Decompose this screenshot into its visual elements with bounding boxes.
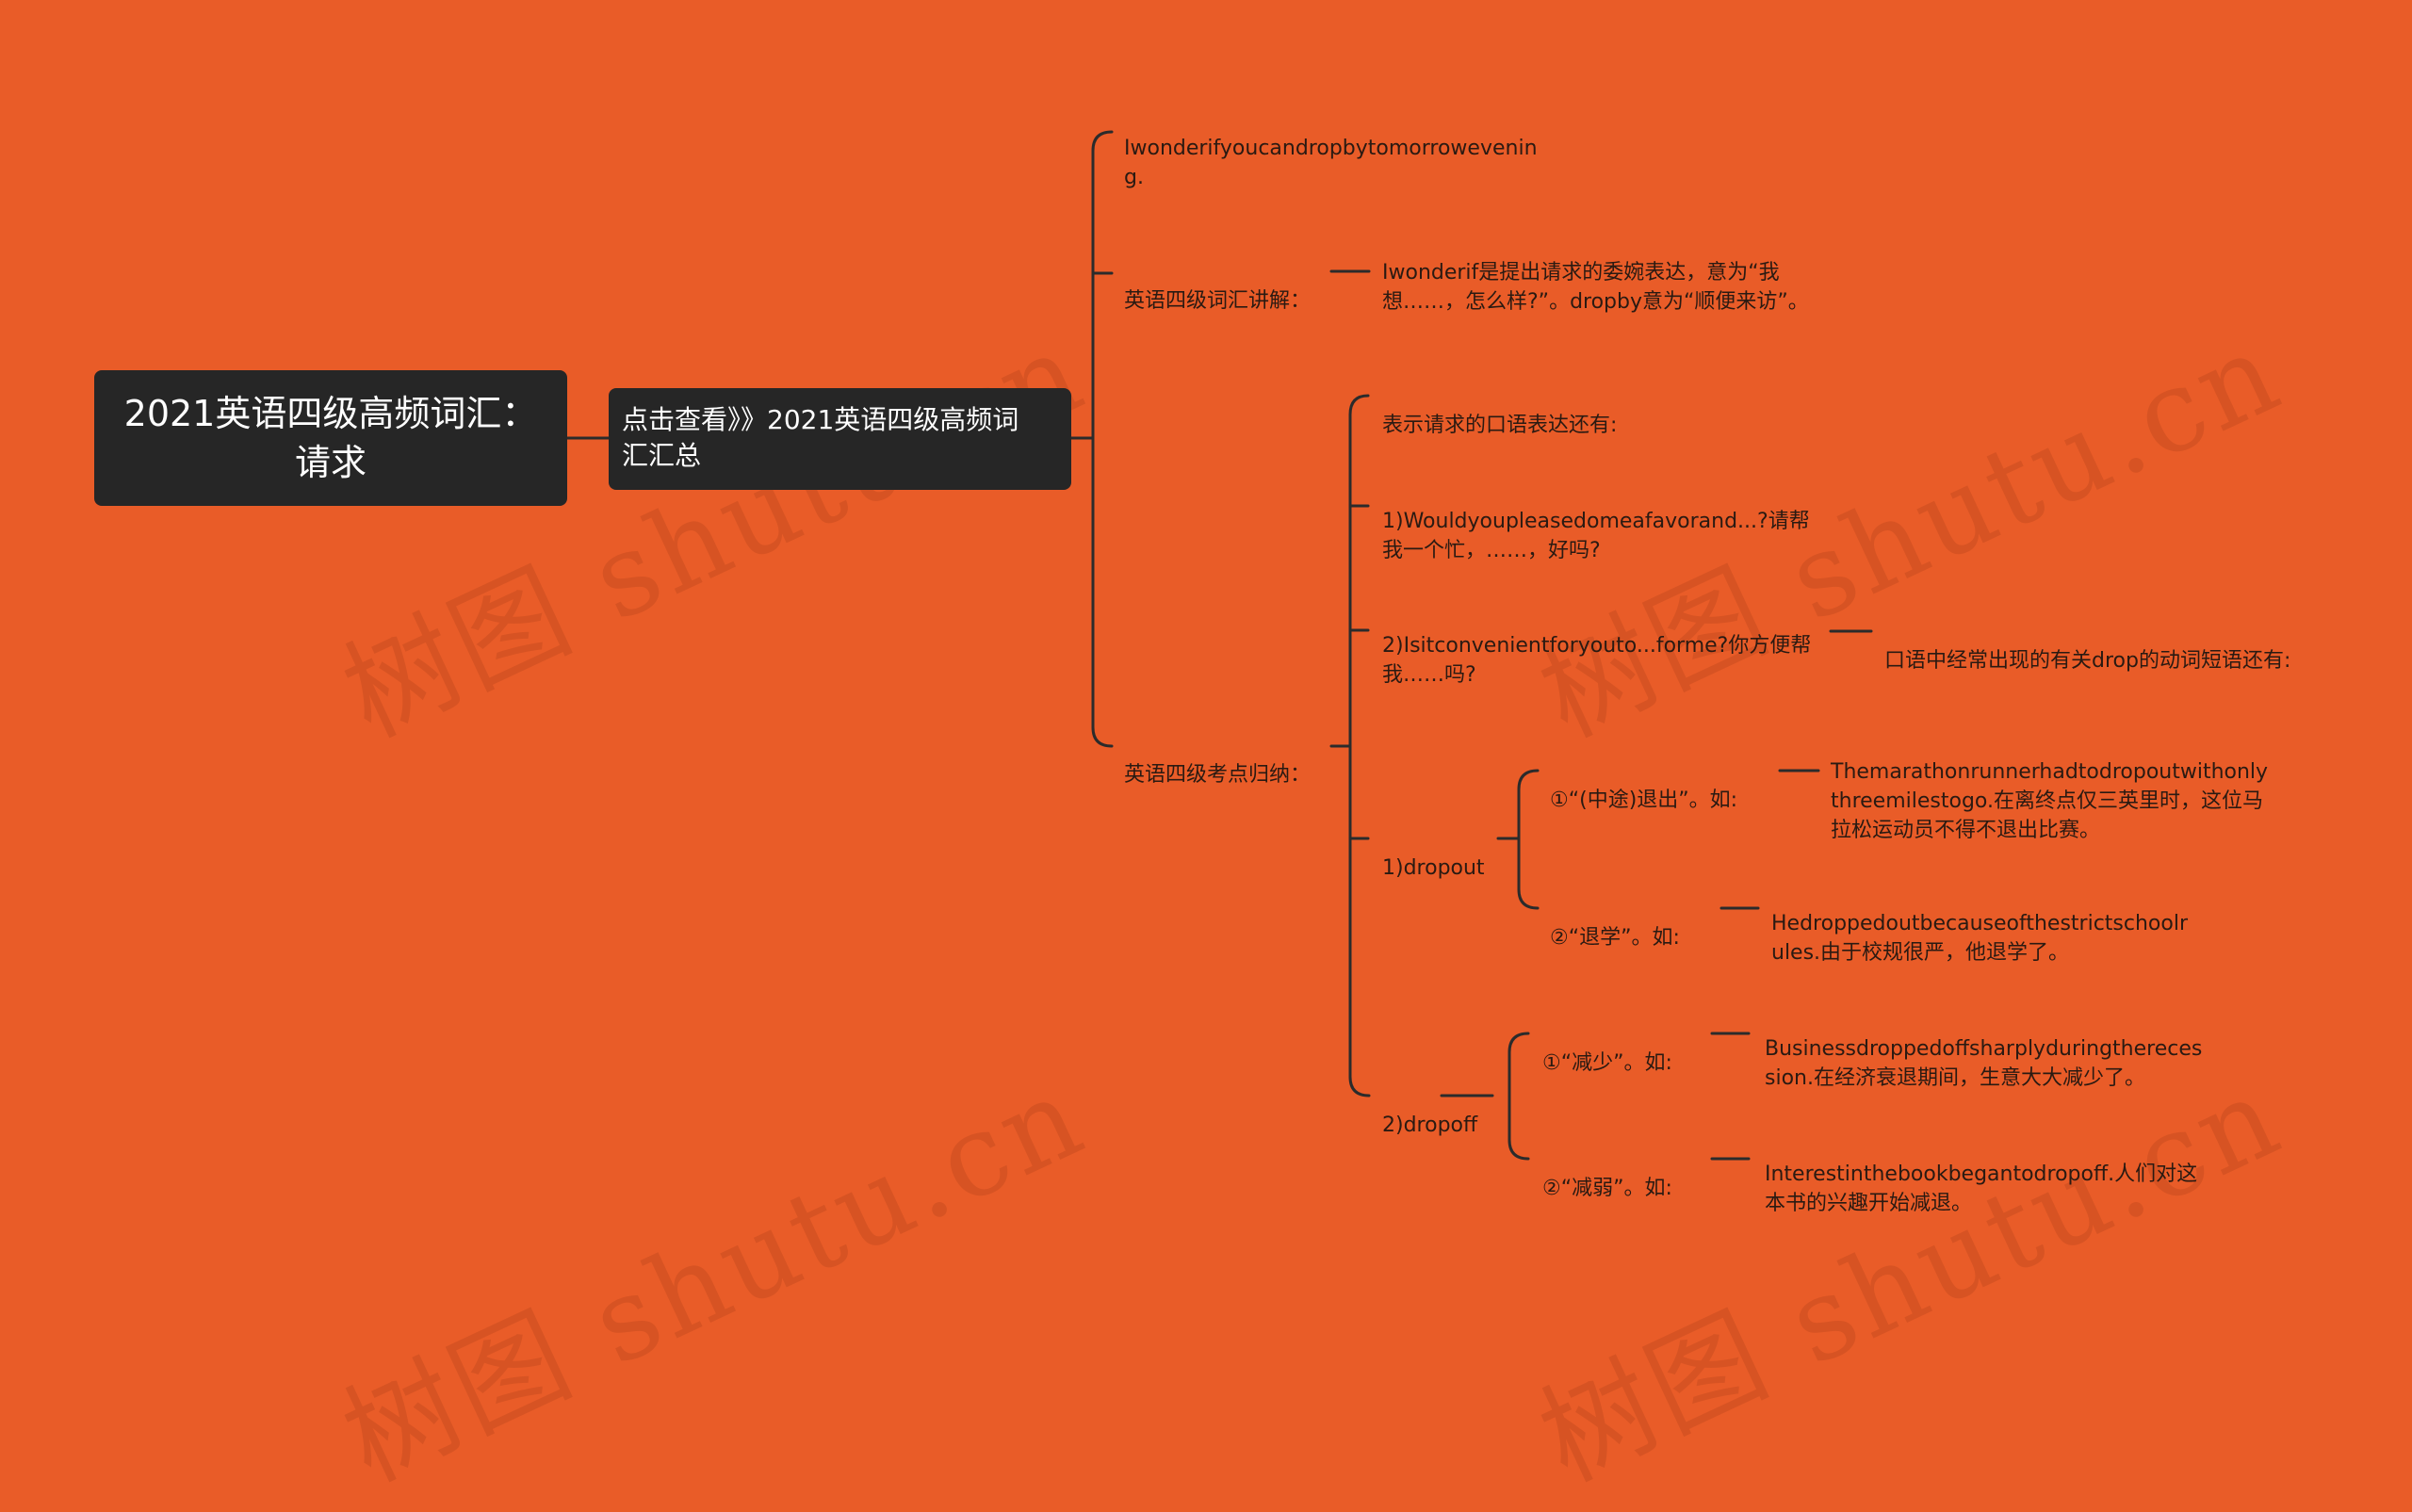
summary-item1-node[interactable]: 1)Wouldyoupleasedomeafavorand...?请帮我一个忙，… [1382,478,1827,565]
summary-item2-note-node[interactable]: 口语中经常出现的有关drop的动词短语还有: [1884,617,2374,675]
dropout-sense1-example-node[interactable]: Themarathonrunnerhadtodropoutwithonlythr… [1831,728,2269,845]
dropout-sense1-node[interactable]: ①“(中途)退出”。如: [1550,756,1785,815]
dropoff-sense2: ②“减弱”。如: [1542,1177,1672,1200]
dropout-sense2-example: Hedroppedoutbecauseofthestrictschoolrule… [1771,912,2189,965]
dropout-sense2-example-node[interactable]: Hedroppedoutbecauseofthestrictschoolrule… [1771,880,2200,967]
dropoff-sense1: ①“减少”。如: [1542,1051,1672,1075]
root-node[interactable]: 2021英语四级高频词汇： 请求 [94,370,567,506]
dropoff-sense2-example-node[interactable]: Interestinthebookbegantodropoff.人们对这本书的兴… [1765,1130,2203,1218]
dropout-label: 1)dropout [1382,856,1485,880]
example-sentence-node[interactable]: Iwonderifyoucandropbytomorroweveni​ng. [1124,105,1548,192]
dropout-sense1-example: Themarathonrunnerhadtodropoutwithonlythr… [1831,760,2269,842]
example-sentence-text: Iwonderifyoucandropbytomorroweveni​ng. [1124,137,1538,189]
sub-node-label: 点击查看》》2021英语四级高频词 汇汇总 [622,404,1019,471]
dropout-sense2: ②“退学”。如: [1550,926,1680,950]
summary-label-node[interactable]: 英语四级考点归纳： [1124,731,1341,789]
connector-lines [565,130,1873,1161]
dropout-sense1: ①“(中途)退出”。如: [1550,789,1738,812]
summary-intro: 表示请求的口语表达还有: [1382,414,1618,437]
root-label: 2021英语四级高频词汇： 请求 [123,393,538,483]
connector-trunk-bracket [1091,130,1114,748]
dropoff-sense2-example: Interestinthebookbegantodropoff.人们对这本书的兴… [1765,1162,2198,1215]
dropout-sense2-node[interactable]: ②“退学”。如: [1550,894,1729,952]
explain-text-node[interactable]: Iwonderif是提出请求的委婉表达，意为“我想……，怎么样?”。dropby… [1382,229,1814,317]
dropoff-sense1-node[interactable]: ①“减少”。如: [1542,1019,1721,1078]
summary-item1: 1)Wouldyoupleasedomeafavorand...?请帮我一个忙，… [1382,510,1810,562]
explain-label: 英语四级词汇讲解： [1124,289,1312,313]
connector-dropoff-bracket [1508,1032,1530,1161]
explain-label-node[interactable]: 英语四级词汇讲解： [1124,257,1341,316]
summary-item2: 2)Isitconvenientforyouto...forme?你方便帮我……… [1382,634,1812,687]
connector-summary-bracket [1348,394,1371,1097]
dropoff-sense2-node[interactable]: ②“减弱”。如: [1542,1145,1721,1203]
explain-text: Iwonderif是提出请求的委婉表达，意为“我想……，怎么样?”。dropby… [1382,261,1809,314]
dropoff-sense1-example: Businessdroppedoffsharplyduringtherecess… [1765,1037,2203,1090]
summary-label: 英语四级考点归纳： [1124,763,1312,787]
dropoff-sense1-example-node[interactable]: Businessdroppedoffsharplyduringtherecess… [1765,1005,2203,1093]
connector-dropout-bracket [1517,769,1540,910]
dropoff-label: 2)dropoff [1382,1114,1478,1137]
summary-intro-node[interactable]: 表示请求的口语表达还有: [1382,382,1759,440]
dropoff-node[interactable]: 2)dropoff [1382,1081,1505,1140]
sub-node-link[interactable]: 点击查看》》2021英语四级高频词 汇汇总 [609,388,1071,490]
mind-map-canvas: 树图 shutu.cn 树图 shutu.cn 树图 shutu.cn 树图 s… [94,105,2374,1506]
summary-item2-node[interactable]: 2)Isitconvenientforyouto...forme?你方便帮我……… [1382,602,1827,690]
dropout-node[interactable]: 1)dropout [1382,824,1505,883]
summary-item2-note: 口语中经常出现的有关drop的动词短语还有: [1884,649,2291,673]
